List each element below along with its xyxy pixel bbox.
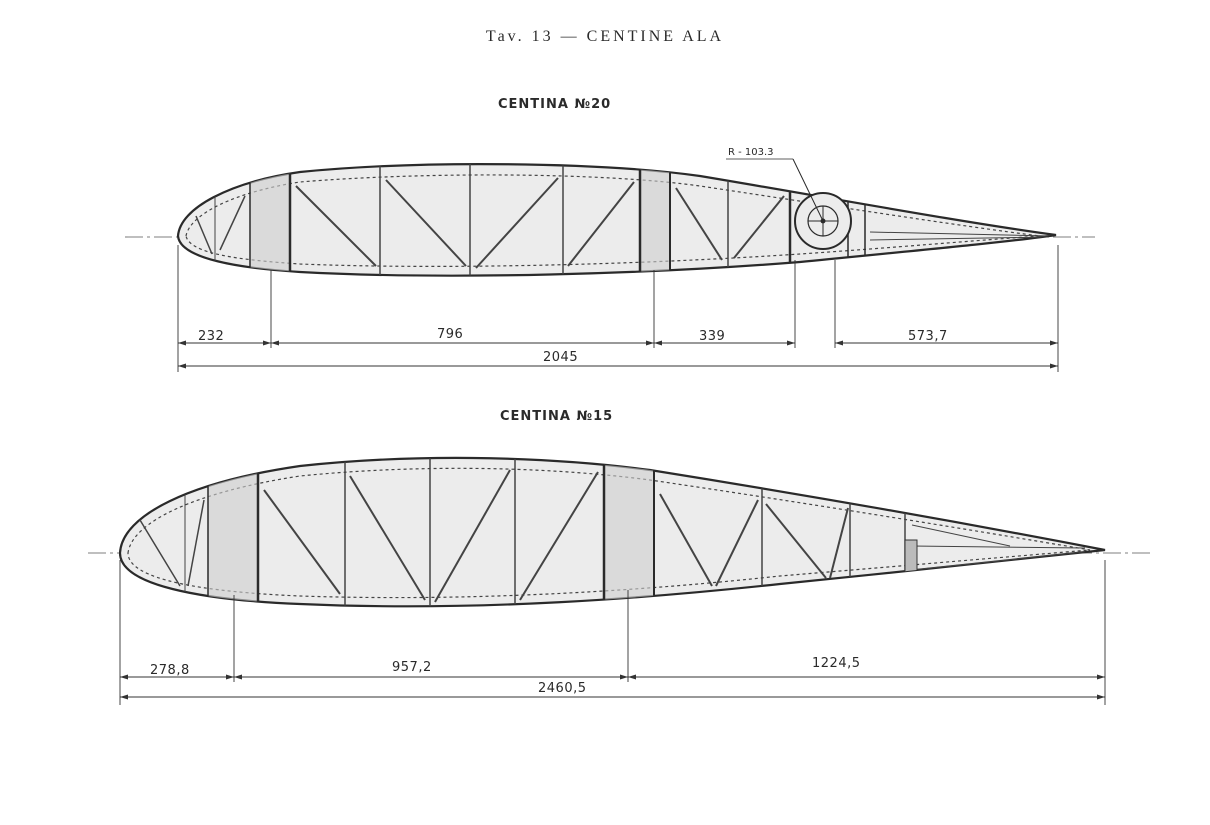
rib-15-dim-total: 2460,5 xyxy=(538,681,587,696)
rib-15-arrowheads xyxy=(120,674,1105,700)
rib-15-dim-957-2: 957,2 xyxy=(392,660,432,675)
rib-15-dim-1224-5: 1224,5 xyxy=(812,656,861,671)
rib-20-title: CENTINA №20 xyxy=(498,97,612,112)
rib-20-radius-label: R - 103.3 xyxy=(728,147,774,158)
rib-20-dim-339: 339 xyxy=(699,329,725,344)
rib-15-extension-lines xyxy=(119,560,1106,705)
rib-15-title: CENTINA №15 xyxy=(500,409,614,424)
rib-20-drawing: R - 103.3 xyxy=(125,147,1095,372)
plate-title: Tav. 13 — CENTINE ALA xyxy=(485,28,725,45)
rib-20-dimension-lines xyxy=(178,342,1058,367)
rib-15-dimension-lines xyxy=(120,676,1105,698)
radius-leader xyxy=(792,158,824,222)
rib-20-dim-573-7: 573,7 xyxy=(908,329,948,344)
rib-20-arrowheads xyxy=(178,340,1058,369)
rib-15-dim-278-8: 278,8 xyxy=(150,663,190,678)
rib-15-drawing: 278,8 957,2 1224,5 2460,5 xyxy=(88,456,1150,705)
rib-20-dim-796: 796 xyxy=(437,327,463,342)
rib-20-dim-total: 2045 xyxy=(543,350,578,365)
rib-20-dim-232: 232 xyxy=(198,329,224,344)
rib-20-extension-lines xyxy=(177,245,1059,372)
